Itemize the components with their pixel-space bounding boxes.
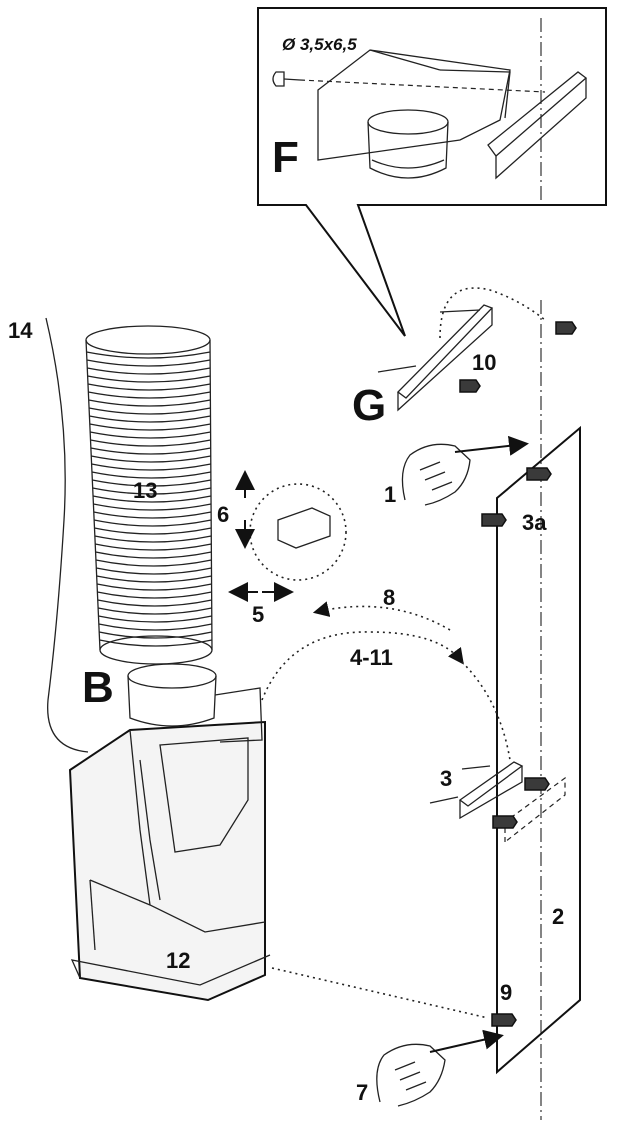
label-7: 7 [356,1080,368,1105]
hose-rib [93,519,212,527]
hose-rib [86,351,211,359]
label-f: F [272,133,299,182]
hose-rib [92,487,212,495]
hose-rib [89,415,211,423]
wall-panel [496,425,581,1075]
hose-rib [90,447,211,455]
label-5: 5 [252,602,264,627]
label-1: 1 [384,482,396,507]
hose-rib [97,599,212,607]
hose-rib [90,439,211,447]
label-8: 8 [383,585,395,610]
mid-bracket-3 [429,761,566,844]
hose-rib [96,583,212,591]
motion-arc-4-11 [261,631,464,701]
hose-rib [88,391,211,399]
label-10: 10 [472,350,496,375]
hose-rib [93,503,212,511]
hand-marking-1 [401,435,529,506]
hose-rib [87,383,211,391]
top-bracket-g [377,287,577,412]
label-9: 9 [500,980,512,1005]
label-b: B [82,663,114,712]
control-box-detail [228,470,347,602]
hose-rib [89,423,211,431]
flexible-hose-13 [85,325,213,665]
hose-rib [92,479,212,487]
label-13: 13 [133,478,157,503]
label-2: 2 [552,904,564,929]
hose-rib [95,543,212,551]
hood-body-b [68,663,271,1002]
hose-rib [86,359,211,367]
hose-rib [92,495,212,503]
hose-rib [97,591,212,599]
hose-rib [93,511,212,519]
label-12: 12 [166,948,190,973]
motion-arc-4-11-tail [461,661,511,761]
hose-rib [87,367,211,375]
hose-rib [94,535,212,543]
label-14: 14 [8,318,33,343]
label-3a: 3a [522,510,547,535]
hose-rib [99,639,213,647]
hose-rib [91,455,211,463]
hose-rib [99,631,213,639]
hose-rib [87,375,211,383]
hose-rib [95,551,212,559]
hose-rib [88,399,211,407]
hose-rib [91,463,211,471]
hand-marking-7 [376,1029,504,1107]
hose-rib [88,407,211,415]
label-6: 6 [217,502,229,527]
hose-rib [91,471,211,479]
motion-arc-8 [312,601,451,631]
hose-rib [90,431,211,439]
hose-rib [97,607,212,615]
hose-rib [96,567,212,575]
hose-rib [94,527,212,535]
hose-rib [98,623,212,631]
label-3: 3 [440,766,452,791]
screw-spec-label: Ø 3,5x6,5 [282,35,357,54]
wall-plug [491,1013,517,1027]
wall-plug [526,467,552,481]
hose-rib [98,615,212,623]
hose-rib [96,575,212,583]
detail-callout-f [257,7,607,337]
label-4-11: 4-11 [350,645,393,670]
wall-plug [481,513,507,527]
hose-rib [95,559,212,567]
label-g: G [352,381,386,430]
power-cable-14 [45,317,89,753]
guide-line-12 [271,967,489,1019]
